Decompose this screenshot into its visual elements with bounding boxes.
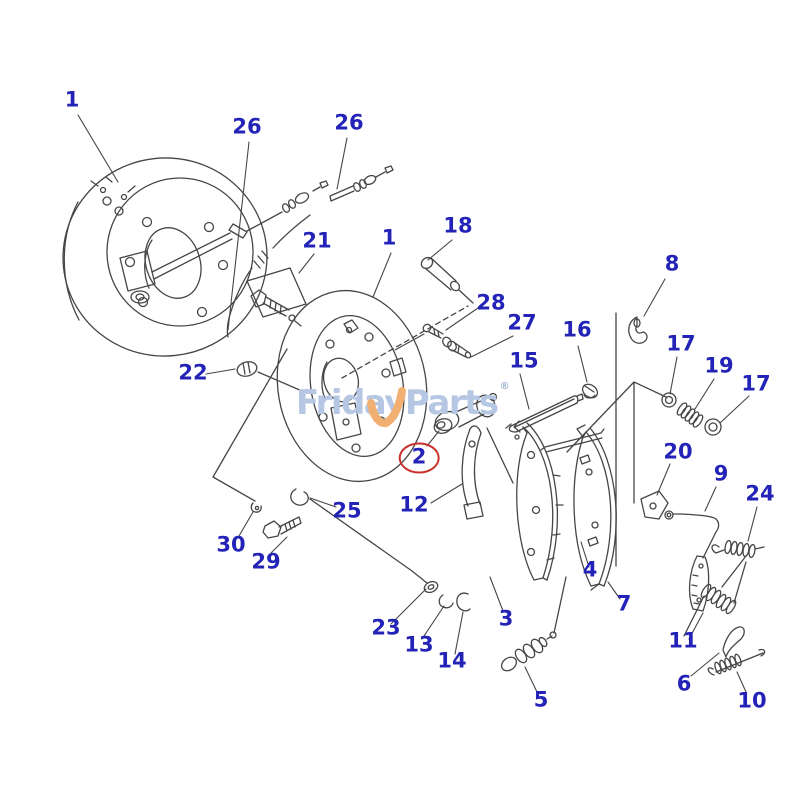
clip-13 xyxy=(439,595,453,608)
screw-27 xyxy=(441,336,472,359)
spring-rod-10 xyxy=(708,650,764,675)
part-label-9: 9 xyxy=(713,461,729,486)
part-label-7: 7 xyxy=(616,591,632,616)
part-label-4: 4 xyxy=(582,557,598,582)
part-label-1: 1 xyxy=(64,87,80,112)
part-label-21: 21 xyxy=(302,228,332,253)
watermark-swoosh-icon xyxy=(367,387,406,428)
part-label-5: 5 xyxy=(533,687,549,712)
part-label-3: 3 xyxy=(498,606,514,631)
clip-30 xyxy=(251,503,261,512)
bolt-21 xyxy=(247,268,306,326)
washer-17-left xyxy=(662,393,676,407)
parking-brake-cable-right xyxy=(330,166,393,201)
part-label-29: 29 xyxy=(251,549,281,574)
part-label-1: 1 xyxy=(381,225,397,250)
brake-shoe-3 xyxy=(514,421,563,580)
part-label-13: 13 xyxy=(404,632,434,657)
bolt-29 xyxy=(263,517,301,538)
cap-16 xyxy=(580,381,600,400)
spring-24 xyxy=(712,540,764,587)
part-label-22: 22 xyxy=(178,360,208,385)
bleeder-5 xyxy=(499,577,566,674)
screw-28 xyxy=(422,323,443,338)
wheel-cylinder xyxy=(433,393,513,483)
shoe-lever-12 xyxy=(462,426,483,519)
adjuster-rod-9 xyxy=(665,511,719,611)
part-label-26: 26 xyxy=(232,114,262,139)
plate-20 xyxy=(641,491,668,519)
part-label-27: 27 xyxy=(507,310,537,335)
bolt-18 xyxy=(419,255,473,303)
parking-brake-cable-left xyxy=(152,181,328,279)
part-label-20: 20 xyxy=(663,439,693,464)
hook-8 xyxy=(629,317,647,343)
backing-plate xyxy=(262,279,468,494)
part-label-23: 23 xyxy=(371,615,401,640)
part-label-15: 15 xyxy=(509,348,539,373)
part-label-17: 17 xyxy=(666,331,696,356)
grommet-2 xyxy=(432,416,454,435)
strut-15 xyxy=(506,394,583,432)
brake-drum xyxy=(53,148,277,366)
part-label-6: 6 xyxy=(676,671,692,696)
spring-19 xyxy=(676,402,705,429)
part-label-30: 30 xyxy=(216,532,246,557)
part-label-28: 28 xyxy=(476,290,506,315)
leader-lines xyxy=(78,115,757,692)
part-label-2-highlighted: 2 xyxy=(398,442,440,474)
part-label-26: 26 xyxy=(334,110,364,135)
part-label-14: 14 xyxy=(437,648,467,673)
part-label-16: 16 xyxy=(562,317,592,342)
plug-22 xyxy=(236,360,302,391)
part-label-10: 10 xyxy=(737,688,767,713)
part-label-19: 19 xyxy=(704,353,734,378)
bracket-lines xyxy=(213,313,666,583)
part-label-11: 11 xyxy=(668,628,698,653)
cable-curved-section xyxy=(227,215,310,337)
spring-11 xyxy=(684,562,746,636)
ring-25 xyxy=(291,489,308,505)
registered-mark: ® xyxy=(499,381,510,392)
part-label-18: 18 xyxy=(443,213,473,238)
part-label-25: 25 xyxy=(332,498,362,523)
part-label-8: 8 xyxy=(664,251,680,276)
part-label-12: 12 xyxy=(399,492,429,517)
part-label-17: 17 xyxy=(741,371,771,396)
watermark-text-right: Parts xyxy=(404,383,499,423)
part-label-24: 24 xyxy=(745,481,775,506)
washer-17-right xyxy=(705,419,721,435)
ring-14 xyxy=(457,593,470,611)
lever-6 xyxy=(723,627,744,657)
